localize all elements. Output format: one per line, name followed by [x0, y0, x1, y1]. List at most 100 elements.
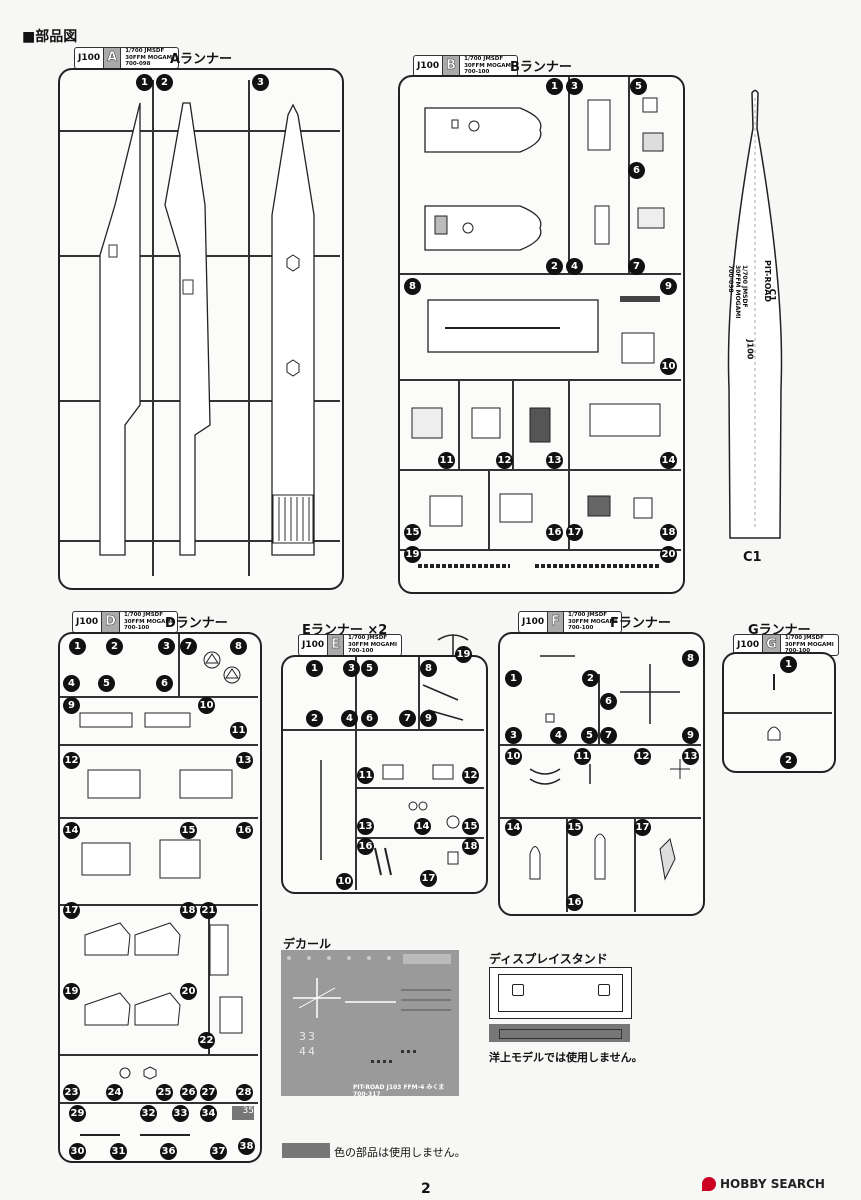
part-number: 1	[780, 656, 797, 673]
part-number-unused: 35	[232, 1106, 254, 1120]
unused-color-swatch	[282, 1143, 330, 1158]
part-number: 2	[106, 638, 123, 655]
part-number: 6	[156, 675, 173, 692]
hobby-search-logo-icon	[702, 1177, 716, 1191]
part-number: 5	[581, 727, 598, 744]
part-number: 2	[546, 258, 563, 275]
part-number: 18	[462, 838, 479, 855]
part-number: 5	[630, 78, 647, 95]
part-number: 30	[69, 1143, 86, 1160]
part-number: 27	[200, 1084, 217, 1101]
part-number: 7	[600, 727, 617, 744]
display-stand-side	[489, 1024, 630, 1042]
runner-a-code: J100	[75, 48, 105, 68]
part-number: 3	[343, 660, 360, 677]
decal-title: デカール	[283, 937, 332, 951]
part-number: 32	[140, 1105, 157, 1122]
part-number: 34	[200, 1105, 217, 1122]
watermark-text: HOBBY SEARCH	[720, 1177, 825, 1191]
part-number: 5	[98, 675, 115, 692]
part-number: 17	[420, 870, 437, 887]
runner-c-title: C1	[743, 550, 762, 565]
part-number: 4	[341, 710, 358, 727]
part-number: 9	[660, 278, 677, 295]
runner-b-letter: B	[443, 56, 461, 76]
display-stand-part	[489, 967, 632, 1019]
part-number: 12	[496, 452, 513, 469]
runner-a-title: Aランナー	[170, 52, 233, 67]
part-number: 12	[63, 752, 80, 769]
part-number: 21	[200, 902, 217, 919]
runner-d-code: J100	[73, 612, 103, 632]
runner-g-letter: G	[763, 635, 781, 655]
runner-a-parts	[99, 102, 315, 556]
part-number: 1	[546, 78, 563, 95]
part-number: 17	[63, 902, 80, 919]
unused-color-note: 色の部品は使用しません。	[334, 1146, 466, 1159]
part-number: 10	[198, 697, 215, 714]
part-number: 6	[361, 710, 378, 727]
part-number: 3	[505, 727, 522, 744]
part-number: 8	[420, 660, 437, 677]
part-number: 14	[63, 822, 80, 839]
part-number: 20	[660, 546, 677, 563]
runner-d-title: Dランナー	[165, 616, 228, 631]
runner-c-hull-id: C1	[766, 288, 777, 302]
part-number: 16	[236, 822, 253, 839]
part-number: 36	[160, 1143, 177, 1160]
runner-f-code: J100	[519, 612, 549, 632]
part-number: 3	[158, 638, 175, 655]
part-number: 1	[69, 638, 86, 655]
part-number: 1	[306, 660, 323, 677]
part-number: 23	[63, 1084, 80, 1101]
part-number: 4	[63, 675, 80, 692]
runner-g-code: J100	[734, 635, 764, 655]
decal-caption: PIT-ROAD J103 FFM-4 みくま 700-317	[353, 1084, 445, 1098]
runner-b-title: Bランナー	[510, 60, 572, 75]
part-number: 14	[505, 819, 522, 836]
part-number: 13	[236, 752, 253, 769]
part-number: 25	[156, 1084, 173, 1101]
runner-e-code: J100	[299, 635, 329, 655]
part-number: 14	[660, 452, 677, 469]
stand-title: ディスプレイスタンド	[489, 952, 608, 966]
runner-f-title: Fランナー	[610, 616, 671, 631]
decal-hull-number: 33	[299, 1030, 317, 1043]
part-number: 5	[361, 660, 378, 677]
page-heading: ■部品図	[22, 29, 78, 45]
decal-art	[287, 954, 451, 1063]
part-number: 9	[63, 697, 80, 714]
part-number: 7	[399, 710, 416, 727]
part-number: 10	[660, 358, 677, 375]
part-number: 14	[414, 818, 431, 835]
part-number: 31	[110, 1143, 127, 1160]
part-number: 7	[180, 638, 197, 655]
part-number: 24	[106, 1084, 123, 1101]
part-number: 6	[628, 162, 645, 179]
part-number: 2	[156, 74, 173, 91]
runner-c-hull-code: J100	[745, 339, 755, 360]
part-number: 26	[180, 1084, 197, 1101]
part-number: 16	[357, 838, 374, 855]
part-number: 38	[238, 1138, 255, 1155]
part-number: 8	[404, 278, 421, 295]
part-number: 12	[462, 767, 479, 784]
part-number: 16	[546, 524, 563, 541]
runner-g-parts	[767, 674, 781, 741]
runner-a-letter: A	[104, 48, 122, 68]
part-number: 33	[172, 1105, 189, 1122]
part-number: 1	[505, 670, 522, 687]
part-number: 28	[236, 1084, 253, 1101]
part-number: 17	[634, 819, 651, 836]
page-number: 2	[421, 1181, 431, 1197]
part-number: 13	[546, 452, 563, 469]
